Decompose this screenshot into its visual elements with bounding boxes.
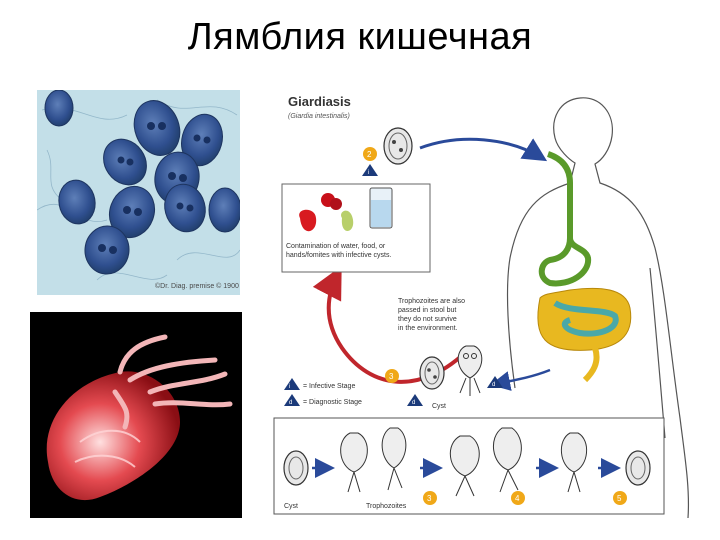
svg-text:5: 5 bbox=[617, 494, 622, 503]
trophozoite-note: Trophozoites are also passed in stool bu… bbox=[398, 298, 467, 332]
sem-photo bbox=[30, 312, 242, 518]
svg-text:3: 3 bbox=[389, 372, 394, 381]
life-cycle-drawing: Giardiasis (Giardia intestinalis) 2 bbox=[273, 94, 690, 519]
human-body-outline bbox=[506, 97, 690, 519]
svg-text:3: 3 bbox=[427, 494, 432, 503]
ingestion-arrow bbox=[419, 137, 548, 162]
cyst-label: Cyst bbox=[432, 403, 446, 410]
infective-stage-marker: i bbox=[362, 164, 378, 176]
svg-text:d: d bbox=[412, 400, 415, 406]
svg-text:4: 4 bbox=[515, 494, 520, 503]
diagram-title: Giardiasis bbox=[288, 94, 351, 109]
contamination-text: Contamination of water, food, or hands/f… bbox=[286, 243, 391, 259]
trophozoites-label: Trophozoites bbox=[366, 503, 407, 510]
legend-infective: = Infective Stage bbox=[303, 383, 355, 390]
giardia-stained-cells-image: ©Dr. Diag. premise © 1900 bbox=[37, 90, 240, 295]
diagram-subtitle: (Giardia intestinalis) bbox=[288, 113, 350, 120]
svg-text:d: d bbox=[289, 400, 292, 406]
trophozoite-division-panel: 3 4 5 Cyst Trophozoites bbox=[273, 417, 665, 515]
contamination-box bbox=[281, 183, 431, 273]
step-badge-4: 4 bbox=[511, 491, 525, 505]
bottom-cyst-label: Cyst bbox=[284, 503, 298, 510]
diagnostic-stage-marker: d d bbox=[407, 376, 503, 406]
svg-text:i: i bbox=[289, 384, 290, 390]
step-badge-2: 2 bbox=[363, 147, 377, 161]
microscope-photo: ©Dr. Diag. premise © 1900 bbox=[37, 90, 240, 295]
esophagus-stomach bbox=[538, 151, 592, 287]
cyst-middle bbox=[419, 356, 445, 390]
giardia-trophozoite-sem-image bbox=[30, 312, 242, 518]
step-badge-5: 5 bbox=[613, 491, 627, 505]
cyst-top bbox=[383, 127, 413, 165]
giardiasis-life-cycle-diagram: Giardiasis (Giardia intestinalis) 2 bbox=[270, 88, 700, 520]
legend-diagnostic: = Diagnostic Stage bbox=[303, 399, 362, 406]
svg-text:d: d bbox=[492, 382, 495, 388]
stage-legend: i = Infective Stage d = Diagnostic Stage bbox=[284, 378, 362, 406]
excretion-arrow bbox=[490, 368, 551, 391]
step-badge-3-top: 3 bbox=[385, 369, 399, 383]
step-badge-3: 3 bbox=[423, 491, 437, 505]
bottom-cyst-left bbox=[283, 450, 309, 486]
small-intestine bbox=[553, 300, 619, 337]
svg-text:i: i bbox=[368, 170, 369, 176]
trophozoite-middle bbox=[457, 345, 483, 396]
photo-credit: ©Dr. Diag. premise © 1900 bbox=[155, 282, 239, 290]
slide-title: Лямблия кишечная bbox=[187, 16, 533, 58]
svg-text:2: 2 bbox=[367, 150, 372, 159]
bottom-cyst-right bbox=[625, 450, 651, 486]
